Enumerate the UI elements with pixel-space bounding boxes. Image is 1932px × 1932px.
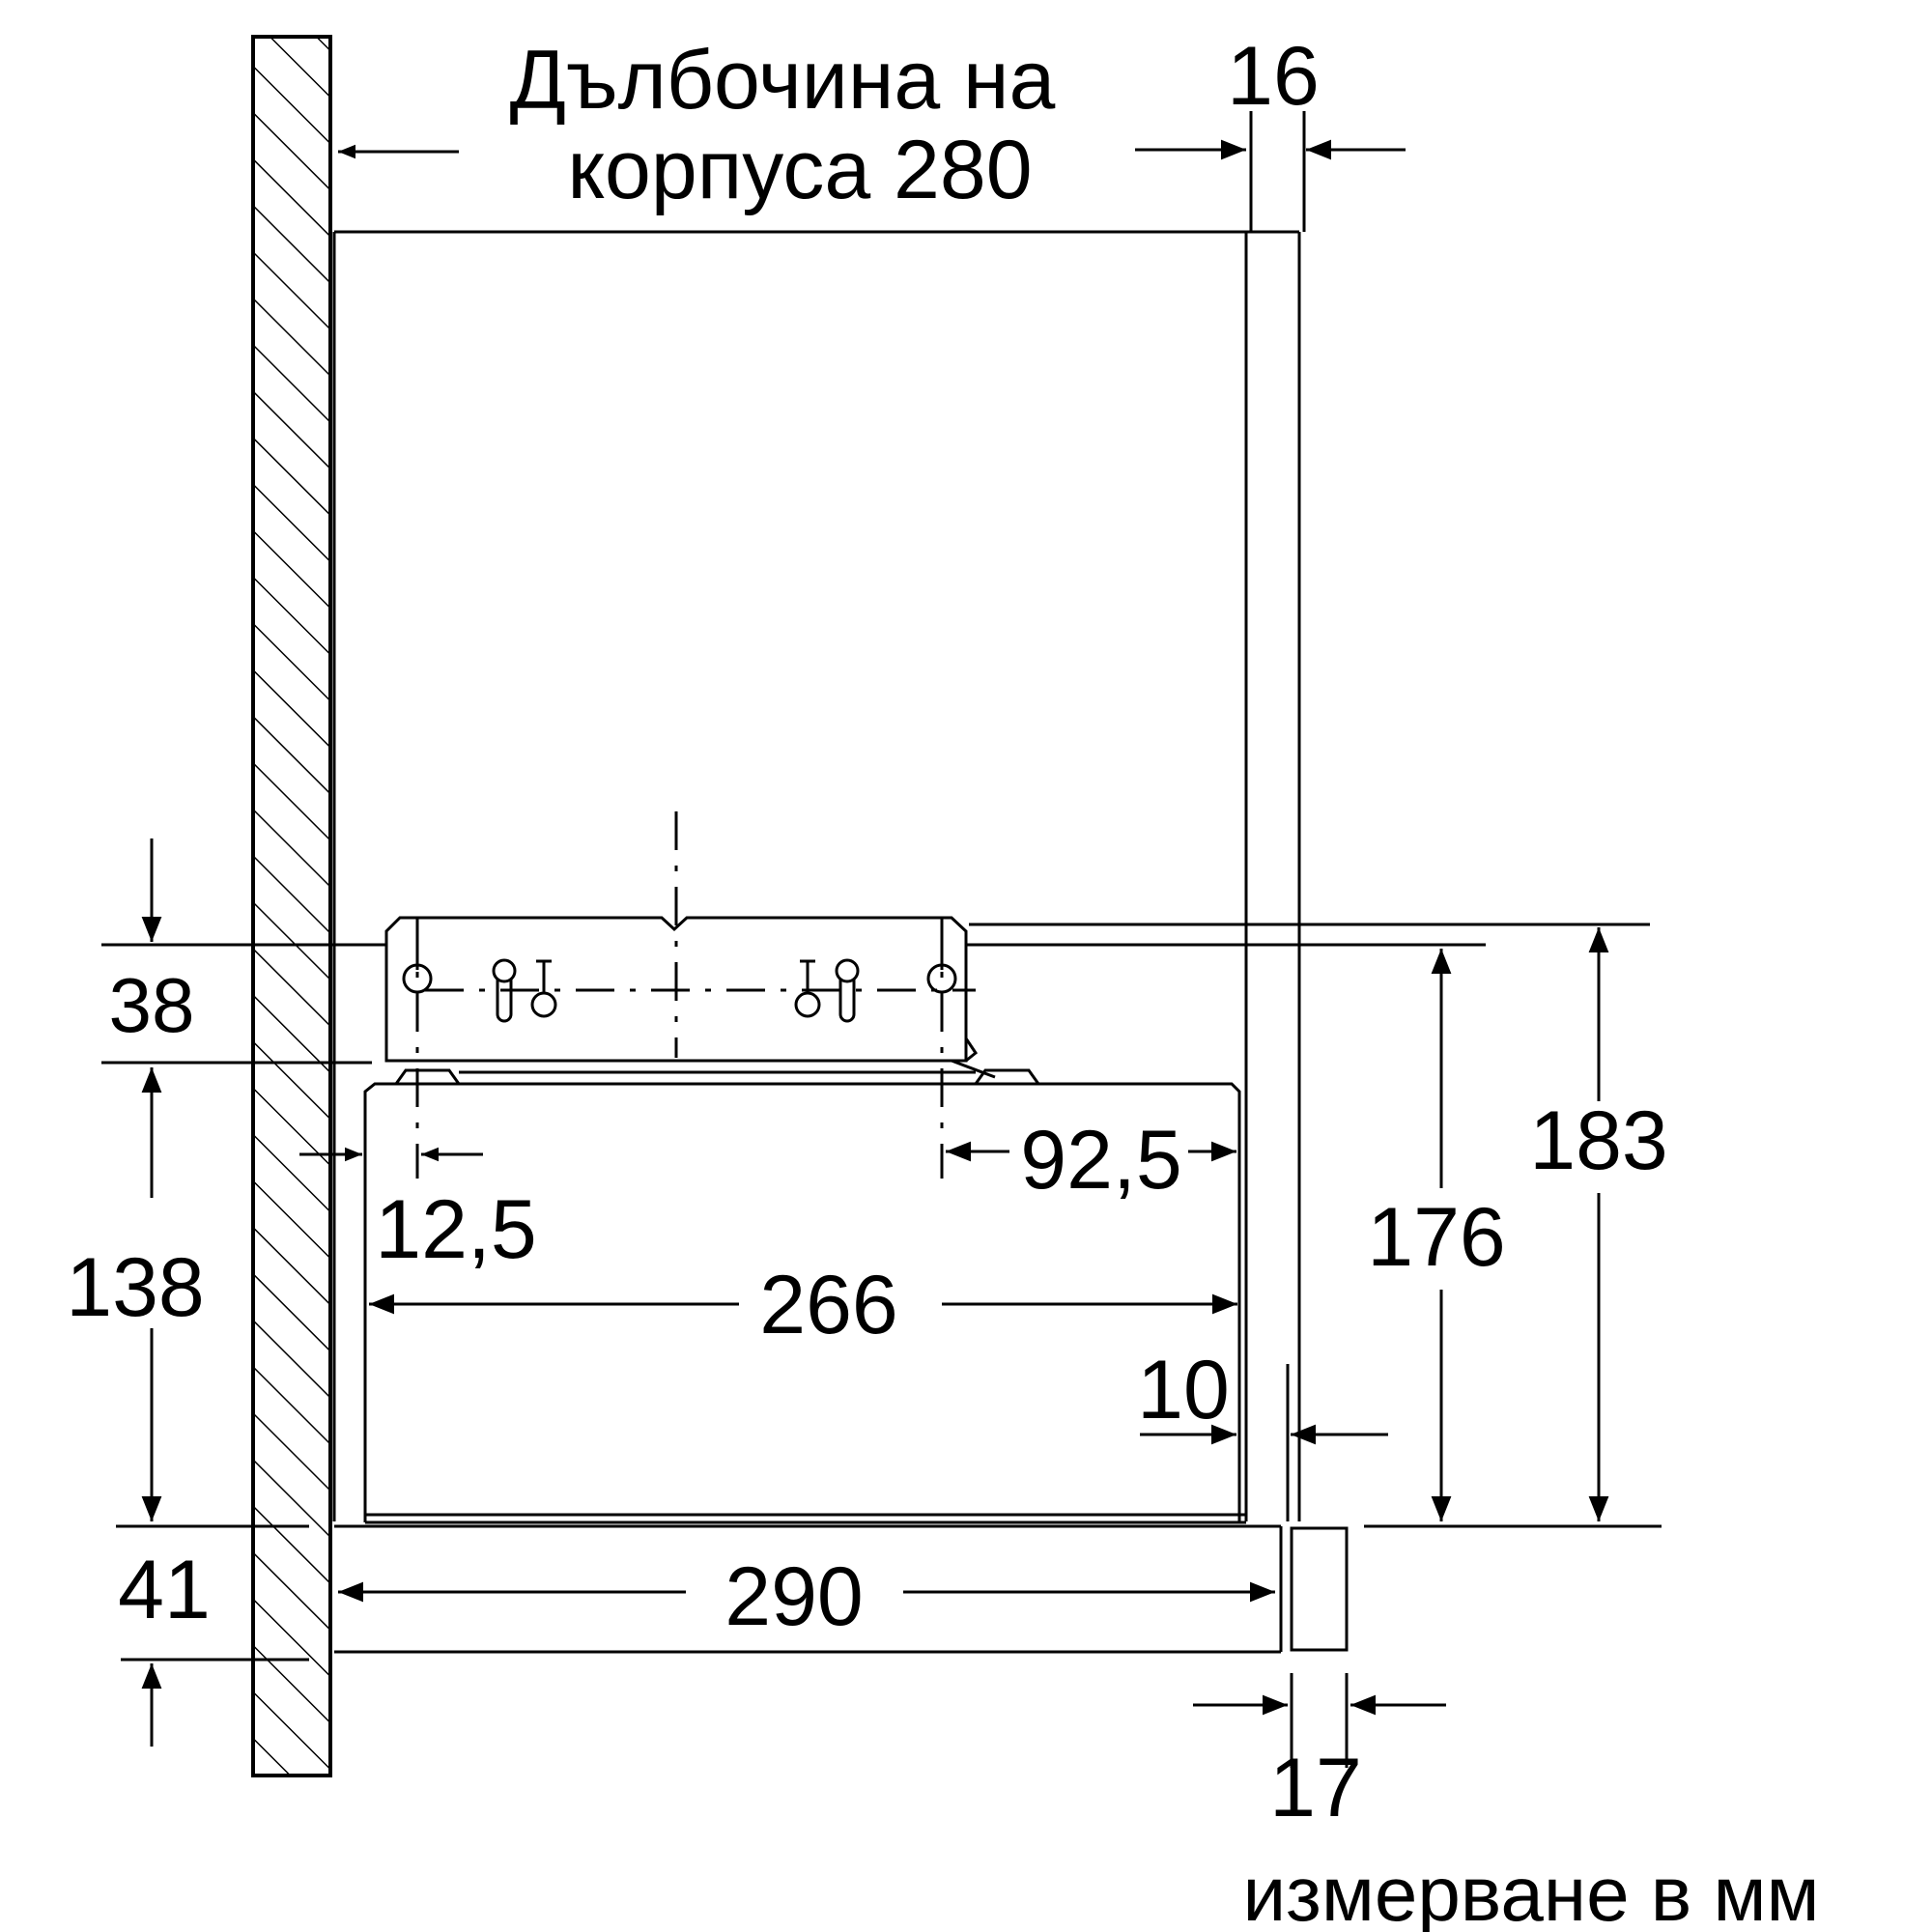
depth-label-line2: корпуса 280 <box>567 124 1032 216</box>
dim-12-5: 12,5 <box>375 1183 536 1276</box>
dim-41: 41 <box>118 1544 211 1636</box>
dimension-labels: Дълбочина на корпуса 280 16 38 183 176 9… <box>66 30 1819 1932</box>
dim-10: 10 <box>1137 1344 1230 1436</box>
extension-lines <box>101 111 1662 1768</box>
dimension-arrows <box>141 139 1609 1747</box>
dim-290: 290 <box>724 1550 864 1643</box>
dim-183: 183 <box>1529 1094 1668 1187</box>
center-lines <box>415 811 976 1179</box>
dim-266: 266 <box>759 1259 898 1351</box>
hood-body <box>334 1068 1349 1654</box>
dim-16: 16 <box>1227 30 1320 123</box>
dim-138: 138 <box>66 1241 205 1334</box>
depth-label-line1: Дълбочина на <box>510 34 1056 127</box>
cabinet-outline <box>328 106 1301 1526</box>
mounting-bracket <box>384 916 996 1079</box>
dim-38: 38 <box>109 962 195 1048</box>
unit-note: измерване в мм <box>1242 1851 1819 1932</box>
wall <box>251 35 332 1777</box>
dim-92-5: 92,5 <box>1020 1114 1181 1207</box>
dim-17: 17 <box>1269 1742 1362 1834</box>
dim-176: 176 <box>1367 1191 1506 1284</box>
